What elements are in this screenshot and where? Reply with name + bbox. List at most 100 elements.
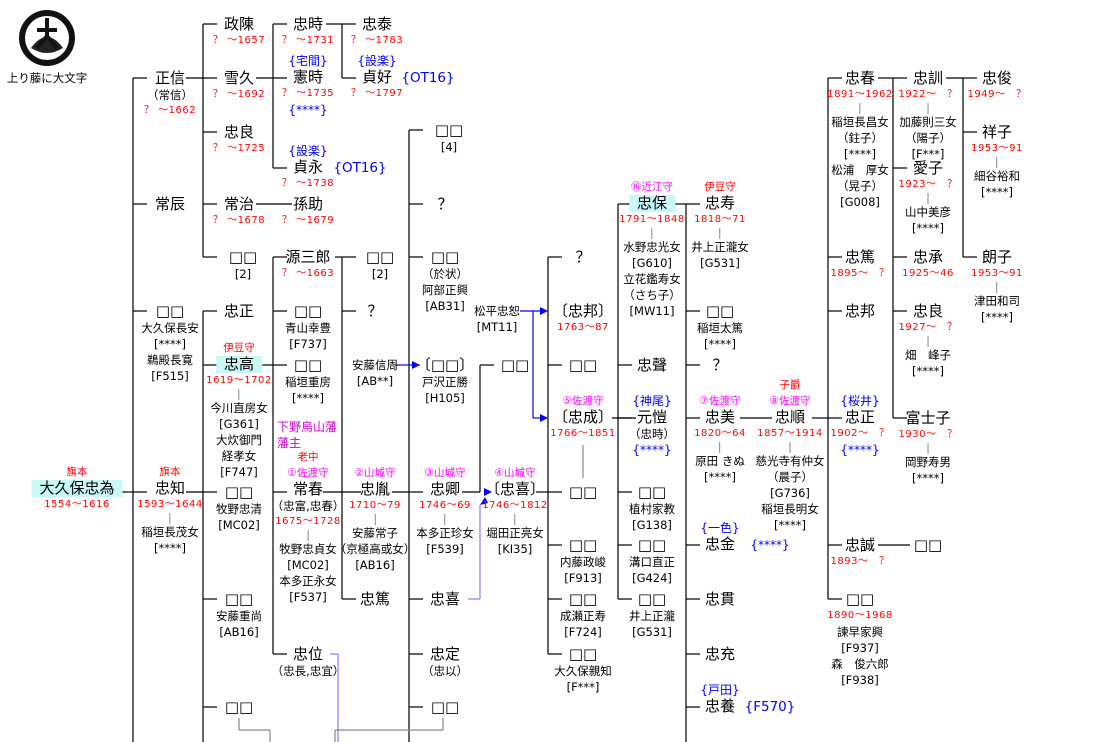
spouse-note: [MC02] bbox=[218, 517, 260, 532]
spouse-note: [AB**] bbox=[356, 374, 394, 388]
lifespan: 1923～ ？ bbox=[898, 178, 958, 190]
spouse-note: [F913] bbox=[564, 570, 602, 585]
person-node-c6boxc: □□内藤政峻[F913] bbox=[560, 536, 606, 586]
spouse-note: 内藤政峻 bbox=[560, 554, 606, 569]
spouse-note: 大久保長安 bbox=[141, 320, 199, 335]
person-node-yukihisa: 雪久？ ～1692 bbox=[213, 68, 265, 103]
person-name: 祥子 bbox=[981, 122, 1012, 141]
spouse-note: [****] bbox=[154, 336, 186, 351]
arrow-icon bbox=[484, 488, 492, 496]
spouse-note: [****] bbox=[912, 363, 944, 378]
spouse-note: 細谷裕和 bbox=[974, 168, 1020, 183]
person-node-c9boxb: □□ bbox=[913, 535, 943, 554]
adopted-family: {桜井} bbox=[840, 394, 880, 408]
spouse-note: （さち子） bbox=[623, 288, 681, 302]
person-name: 源三郎 bbox=[285, 247, 331, 266]
person-name: 忠貫 bbox=[704, 589, 736, 608]
person-node-c5boxd: □□ bbox=[431, 698, 459, 716]
spouse-note: [MT11] bbox=[476, 320, 518, 334]
person-name: ？ bbox=[712, 355, 728, 374]
spouse-note: 諫早家興 bbox=[837, 624, 883, 639]
person-node-tadayoshi2: 忠良？ ～1725 bbox=[213, 123, 265, 157]
person-name: □□ bbox=[845, 589, 875, 608]
person-name: 忠春 bbox=[844, 68, 875, 87]
title-label: 伊豆守 bbox=[704, 181, 736, 193]
person-name: 忠誠 bbox=[844, 535, 876, 554]
lifespan: 1763～87 bbox=[557, 321, 609, 333]
person-name: □□ bbox=[637, 482, 667, 501]
spouse-note: 松平忠恕 bbox=[474, 304, 520, 318]
spouse-connector bbox=[514, 514, 516, 525]
person-name: 忠訓 bbox=[912, 68, 944, 87]
lifespan: 1922～ ？ bbox=[898, 88, 958, 100]
spouse-note: [G531] bbox=[632, 624, 672, 639]
spouse-note: 山中美彦 bbox=[904, 204, 951, 219]
office-title: ②山城守 bbox=[354, 467, 396, 479]
adopted-family: {****} bbox=[750, 538, 790, 552]
person-name: □□ bbox=[913, 535, 943, 554]
spouse-connector bbox=[789, 442, 791, 453]
person-name: 忠正 bbox=[844, 408, 876, 426]
spouse-note: [****] bbox=[292, 390, 324, 405]
spouse-connector bbox=[927, 335, 929, 347]
person-name: 忠養 bbox=[704, 697, 735, 715]
family-crest-icon bbox=[19, 10, 75, 66]
lifespan: ？ ～1738 bbox=[281, 178, 335, 189]
spouse-note: [****] bbox=[981, 184, 1013, 199]
spouse-note: （晨子） bbox=[767, 470, 813, 484]
person-name: 忠寿 bbox=[704, 194, 735, 212]
person-name-highlighted: 忠保 bbox=[628, 195, 675, 212]
person-name: 富士子 bbox=[905, 408, 951, 427]
spouse-connector bbox=[927, 442, 929, 454]
lifespan: ？ ～1783 bbox=[350, 34, 404, 46]
person-node-tsuneharu2: 常治？ ～1678 bbox=[213, 195, 265, 229]
spouse-note: （陽子） bbox=[904, 130, 951, 145]
spouse-note: [AB16] bbox=[219, 624, 259, 639]
person-name-highlighted: 忠高 bbox=[215, 356, 262, 373]
person-node-tadakai_ref: {F570} bbox=[745, 699, 796, 716]
person-name: 雪久 bbox=[223, 68, 255, 87]
spouse-note: 牧野忠貞女 bbox=[279, 542, 337, 556]
lifespan: 1675～1728 bbox=[275, 516, 341, 527]
person-node-motoyasu: {神尾}元愷（忠時）{****} bbox=[629, 393, 675, 458]
person-node-tadakane: {一色}忠金 bbox=[700, 520, 739, 553]
person-node-tadakai: {戸田}忠養 bbox=[700, 682, 739, 715]
person-name: 忠充 bbox=[704, 644, 736, 663]
person-node-c5q: ？ bbox=[437, 194, 453, 213]
adopted-family: {設楽} bbox=[288, 144, 328, 158]
person-node-c1box: □□大久保長安[****]鵜殿長寛[F515] bbox=[141, 302, 199, 384]
reference-code: {OT16} bbox=[333, 159, 387, 176]
spouse-note: 戸沢正勝 bbox=[421, 374, 468, 389]
spouse-note: 牧野忠清 bbox=[216, 501, 262, 516]
lifespan: 1766～1851 bbox=[550, 428, 616, 439]
person-node-sadanaga_ref: {OT16} bbox=[333, 160, 386, 177]
spouse-connector bbox=[996, 281, 998, 293]
person-name: 忠位 bbox=[292, 644, 323, 663]
spouse-note: [****] bbox=[704, 336, 736, 351]
spouse-note: [2] bbox=[234, 266, 252, 281]
person-name: 忠承 bbox=[912, 247, 943, 266]
person-node-c7boxc: □□井上正瀧[G531] bbox=[629, 590, 675, 640]
person-name: □□ bbox=[568, 644, 598, 663]
person-node-c6boxe: □□大久保親知[F***] bbox=[554, 644, 612, 695]
person-name: □□ bbox=[500, 355, 530, 374]
person-name: 忠定 bbox=[429, 644, 460, 663]
person-name: ？ bbox=[437, 194, 453, 213]
lifespan: 1927～ ？ bbox=[898, 321, 958, 333]
spouse-note: 安藤信周 bbox=[352, 358, 398, 372]
spouse-note: 阿部正興 bbox=[422, 282, 468, 297]
lifespan: 1895～ ？ bbox=[830, 267, 890, 279]
person-name: □□ bbox=[224, 697, 254, 716]
person-name: 忠順 bbox=[774, 408, 805, 426]
person-name: 〔忠成〕 bbox=[552, 408, 613, 426]
lifespan: 1893～ ？ bbox=[830, 555, 890, 567]
person-name: 忠篤 bbox=[359, 589, 391, 608]
person-name: 忠邦 bbox=[844, 301, 876, 320]
